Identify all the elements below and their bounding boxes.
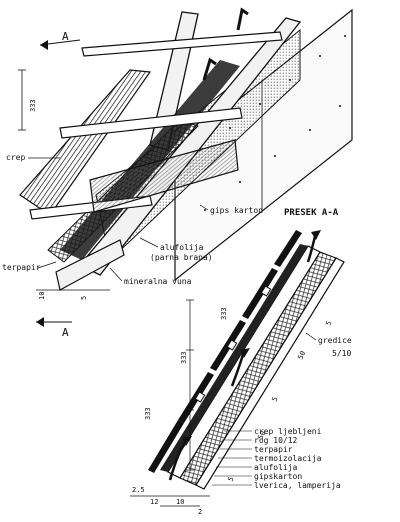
airflow-arrow [236,7,249,31]
label-parna-brana: (parna brana) [150,253,213,262]
label-alufolija: alufolija [160,243,204,252]
section-dim-2: 2 [198,508,202,516]
section-mark-bottom: A [62,326,69,339]
label-crep: crep [6,153,25,162]
section-legend: crep ljebljeni rog 10/12 terpapir termoi… [212,427,341,490]
section-dim-50-b: 50 [257,430,268,441]
section-a-a: PRESEK A-A [130,208,352,516]
dim-eave-b: 5 [80,296,88,300]
section-crep-tile [148,420,184,473]
cross-beam [89,139,239,213]
dim-batten-spacing: 333 [29,99,37,112]
batten [59,107,243,139]
label-terpapir: terpapir [2,263,41,272]
section-dim-10: 10 [176,498,184,506]
eave-board [55,239,125,291]
axonometric-view: A A 333 10 5 crep gips karton alufolija … [2,7,353,339]
legend-item: termoizolacija [254,454,322,463]
batten [81,31,283,57]
section-dim-5-a: 5 [325,320,334,327]
legend-item: crep ljebljeni [254,427,322,436]
airflow-arrow [202,57,217,81]
legend-item: lverica, lamperija [254,481,341,490]
section-dim-333-3: 333 [144,407,152,420]
section-dim-2-5: 2.5 [132,486,145,494]
section-dim-5-b: 5 [271,396,280,403]
section-dim-50-a: 50 [297,350,308,361]
legend-item: gipskarton [254,472,302,481]
label-gredice-size: 5/10 [332,349,351,358]
section-dim-333-2: 333 [180,351,188,364]
section-title: PRESEK A-A [284,208,339,218]
section-dim-333-1: 333 [220,307,228,320]
section-mark-top: A [62,30,69,43]
section-rog [167,245,321,479]
legend-item: rog 10/12 [254,436,298,445]
section-crep-tile [274,230,302,267]
section-terpapir [160,244,308,472]
dim-eave-a: 10 [38,292,46,300]
label-mineralna-vuna: mineralna vuna [124,277,192,286]
section-dim-5-c: 5 [227,476,236,483]
section-dim-12: 12 [150,498,158,506]
label-gredice: gredice [318,336,352,345]
legend-item: terpapir [254,445,293,454]
label-gips-karton: gips karton [210,206,263,215]
legend-item: alufolija [254,463,298,472]
section-crep-tile [242,268,278,319]
